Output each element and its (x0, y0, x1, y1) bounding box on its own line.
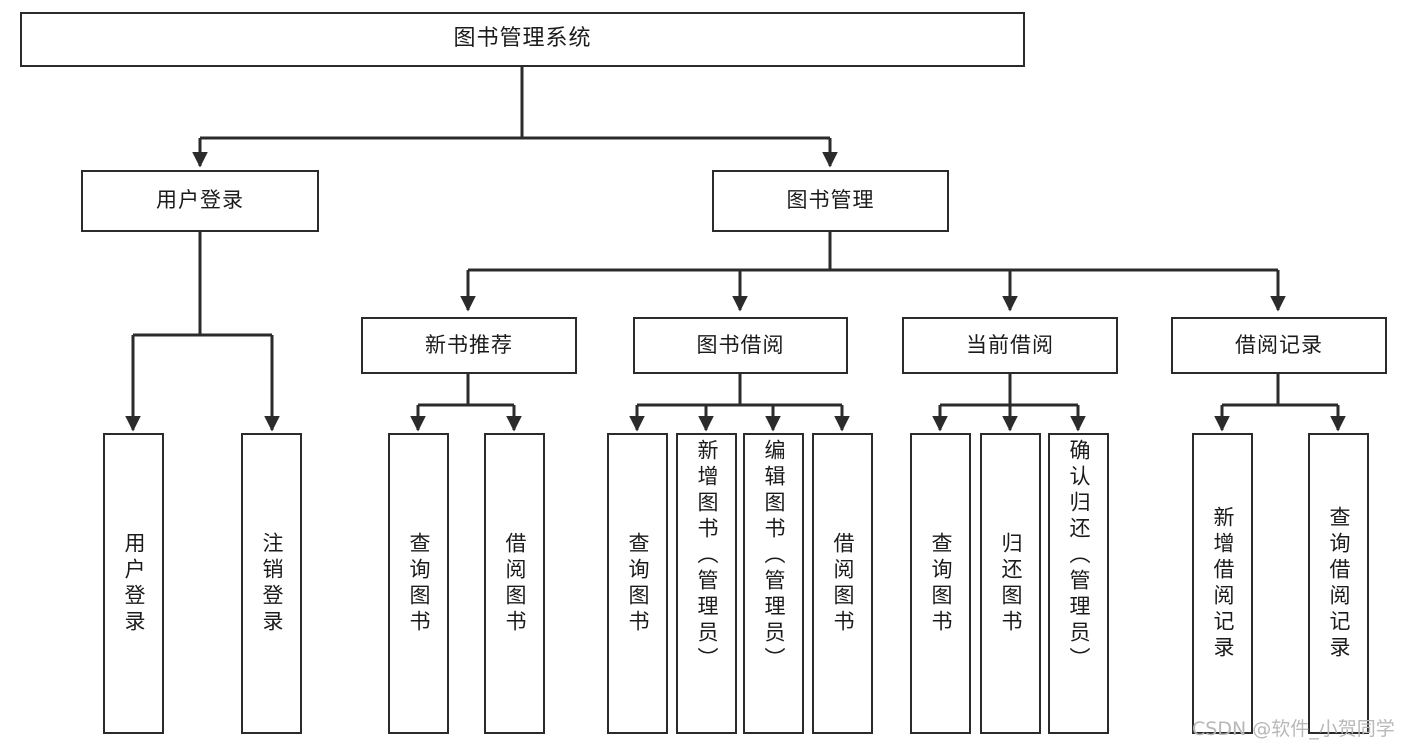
watermark-text: CSDN @软件_小贺同学 (1192, 718, 1395, 740)
node-label: 新增借阅记录 (1211, 505, 1235, 662)
node-label: 查询借阅记录 (1327, 505, 1351, 662)
node-label: 借阅图书 (503, 531, 527, 636)
node-label: 图书管理系统 (453, 26, 592, 52)
leaf-current-query-book[interactable]: 查询图书 (910, 433, 971, 734)
node-label: 注销登录 (260, 531, 284, 636)
node-current-borrow[interactable]: 当前借阅 (902, 317, 1118, 374)
leaf-borrow-edit-book-admin[interactable]: 编辑图书（管理员） (743, 433, 804, 734)
node-book-borrow[interactable]: 图书借阅 (633, 317, 848, 374)
node-book-management[interactable]: 图书管理 (712, 170, 949, 232)
leaf-record-add-record[interactable]: 新增借阅记录 (1192, 433, 1253, 734)
node-label: 图书管理 (786, 188, 875, 213)
node-label: 归还图书 (999, 531, 1023, 636)
node-label: 查询图书 (929, 531, 953, 636)
node-borrow-record[interactable]: 借阅记录 (1171, 317, 1387, 374)
node-label: 新增图书（管理员） (695, 439, 719, 673)
node-label: 确认归还（管理员） (1067, 439, 1091, 673)
leaf-record-query-record[interactable]: 查询借阅记录 (1308, 433, 1369, 734)
leaf-recommend-query-book[interactable]: 查询图书 (388, 433, 449, 734)
node-new-book-recommend[interactable]: 新书推荐 (361, 317, 577, 374)
node-label: 新书推荐 (425, 332, 513, 357)
leaf-user-login[interactable]: 用户登录 (103, 433, 164, 734)
node-user-login[interactable]: 用户登录 (81, 170, 319, 232)
leaf-borrow-add-book-admin[interactable]: 新增图书（管理员） (676, 433, 737, 734)
leaf-recommend-borrow-book[interactable]: 借阅图书 (484, 433, 545, 734)
node-root-system[interactable]: 图书管理系统 (20, 12, 1025, 67)
leaf-user-logout[interactable]: 注销登录 (241, 433, 302, 734)
node-label: 借阅记录 (1235, 332, 1323, 357)
leaf-current-return-book[interactable]: 归还图书 (980, 433, 1041, 734)
node-label: 查询图书 (626, 531, 650, 636)
node-label: 借阅图书 (831, 531, 855, 636)
node-label: 编辑图书（管理员） (762, 439, 786, 673)
node-label: 查询图书 (407, 531, 431, 636)
leaf-borrow-borrow-book[interactable]: 借阅图书 (812, 433, 873, 734)
leaf-borrow-query-book[interactable]: 查询图书 (607, 433, 668, 734)
node-label: 用户登录 (156, 188, 244, 213)
node-label: 图书借阅 (696, 332, 785, 357)
node-label: 当前借阅 (966, 332, 1054, 357)
node-label: 用户登录 (122, 531, 146, 636)
leaf-current-confirm-return-admin[interactable]: 确认归还（管理员） (1048, 433, 1109, 734)
